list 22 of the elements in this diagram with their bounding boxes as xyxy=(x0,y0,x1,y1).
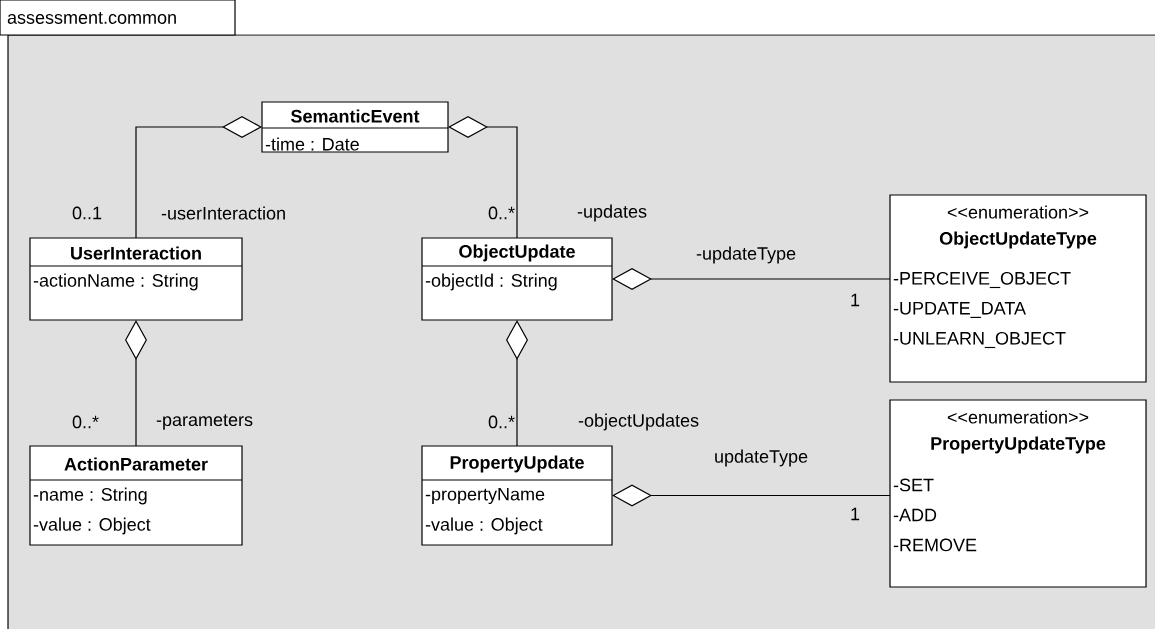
role-label: -parameters xyxy=(155,413,255,431)
aggregation-line xyxy=(506,320,528,447)
class-box: ObjectUpdate -objectId : String xyxy=(421,237,613,321)
class-box: UserInteraction -actionName : String xyxy=(29,237,243,321)
aggregation-line xyxy=(612,484,891,507)
aggregation-line xyxy=(135,116,262,239)
class-box: PropertyUpdate -propertyName -value : Object xyxy=(421,445,613,546)
multiplicity-label: 1 xyxy=(851,293,860,307)
class-box: SemanticEvent -time : Date xyxy=(261,101,449,153)
multiplicity-label: 0..* xyxy=(72,415,99,429)
class-box: <<enumeration>> ObjectUpdateType -PERCEIVE_OBJECT -UPDATE_DATA -UNLEARN_OBJECT xyxy=(889,194,1147,383)
multiplicity-label: 0..* xyxy=(488,206,515,220)
class-box: ActionParameter -name : String -value : Object xyxy=(29,445,243,546)
multiplicity-label: 0..* xyxy=(488,415,515,429)
aggregation-line xyxy=(448,116,518,239)
aggregation-line xyxy=(125,320,147,447)
multiplicity-label: 0..1 xyxy=(72,206,102,220)
aggregation-line xyxy=(612,268,891,290)
multiplicity-label: 1 xyxy=(851,507,860,521)
role-label: -userInteraction xyxy=(160,205,288,221)
class-box: <<enumeration>> PropertyUpdateType -SET -ADD -REMOVE xyxy=(889,399,1147,588)
node-label: assessment.common xyxy=(7,12,176,24)
